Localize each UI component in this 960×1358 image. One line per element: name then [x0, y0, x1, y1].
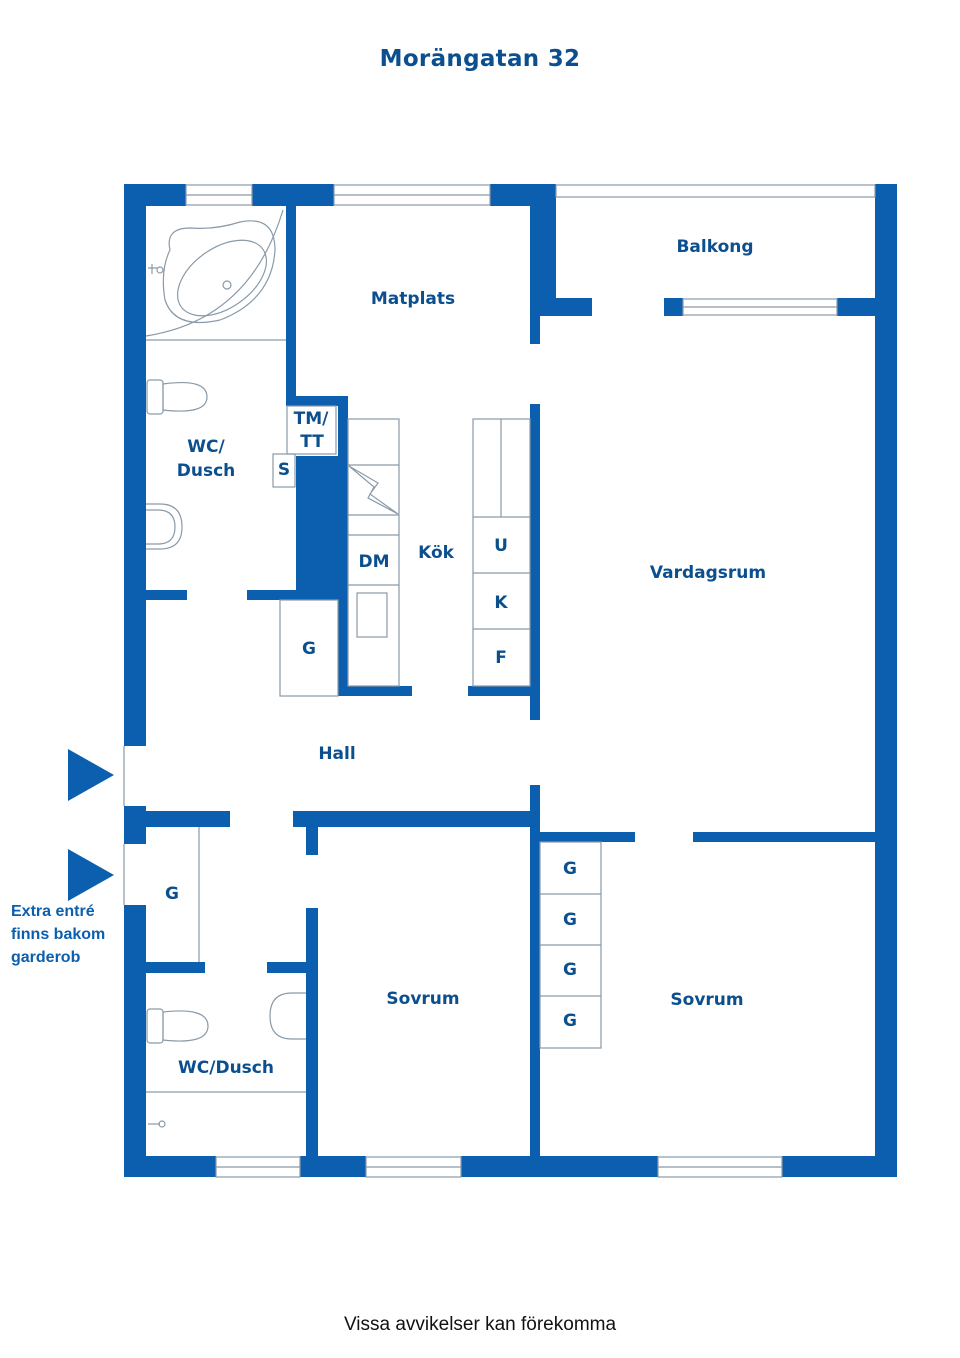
label-g-hall: G — [302, 638, 316, 659]
extra-entrance-note: Extra entré finns bakom garderob — [11, 900, 105, 969]
room-label-wc-bottom: WC/Dusch — [178, 1057, 274, 1078]
label-s: S — [277, 459, 291, 480]
label-wardrobe: G — [563, 959, 577, 980]
extra-entrance-arrow — [68, 849, 114, 901]
room-label-hall: Hall — [318, 743, 356, 764]
room-label-vardagsrum: Vardagsrum — [649, 562, 767, 583]
label-g-entry: G — [165, 883, 179, 904]
label-tt: TT — [300, 431, 324, 452]
note-line: garderob — [11, 949, 81, 966]
disclaimer: Vissa avvikelser kan förekomma — [343, 1314, 617, 1335]
label-f: F — [495, 647, 507, 668]
label-k: K — [494, 592, 508, 613]
label-wardrobe: G — [563, 1010, 577, 1031]
room-label-matplats: Matplats — [370, 288, 456, 309]
label-dm: DM — [358, 551, 390, 572]
page-title: Morängatan 32 — [379, 46, 581, 72]
main-entrance-arrow — [68, 749, 114, 801]
note-line: finns bakom — [11, 926, 106, 943]
label-wardrobe: G — [563, 909, 577, 930]
walls — [124, 184, 897, 1177]
note-line: Extra entré — [11, 903, 95, 920]
fixtures — [123, 184, 876, 1178]
label-u: U — [494, 535, 508, 556]
room-label-sovrum-right: Sovrum — [670, 989, 744, 1010]
room-label-kok: Kök — [418, 542, 454, 563]
label-wardrobe: G — [563, 858, 577, 879]
label-tm: TM/ — [293, 408, 329, 429]
room-label-balkong: Balkong — [676, 236, 754, 257]
room-label-sovrum-left: Sovrum — [386, 988, 460, 1009]
room-label-wc-top-1: WC/ — [187, 436, 225, 457]
room-label-wc-top-2: Dusch — [176, 460, 236, 481]
